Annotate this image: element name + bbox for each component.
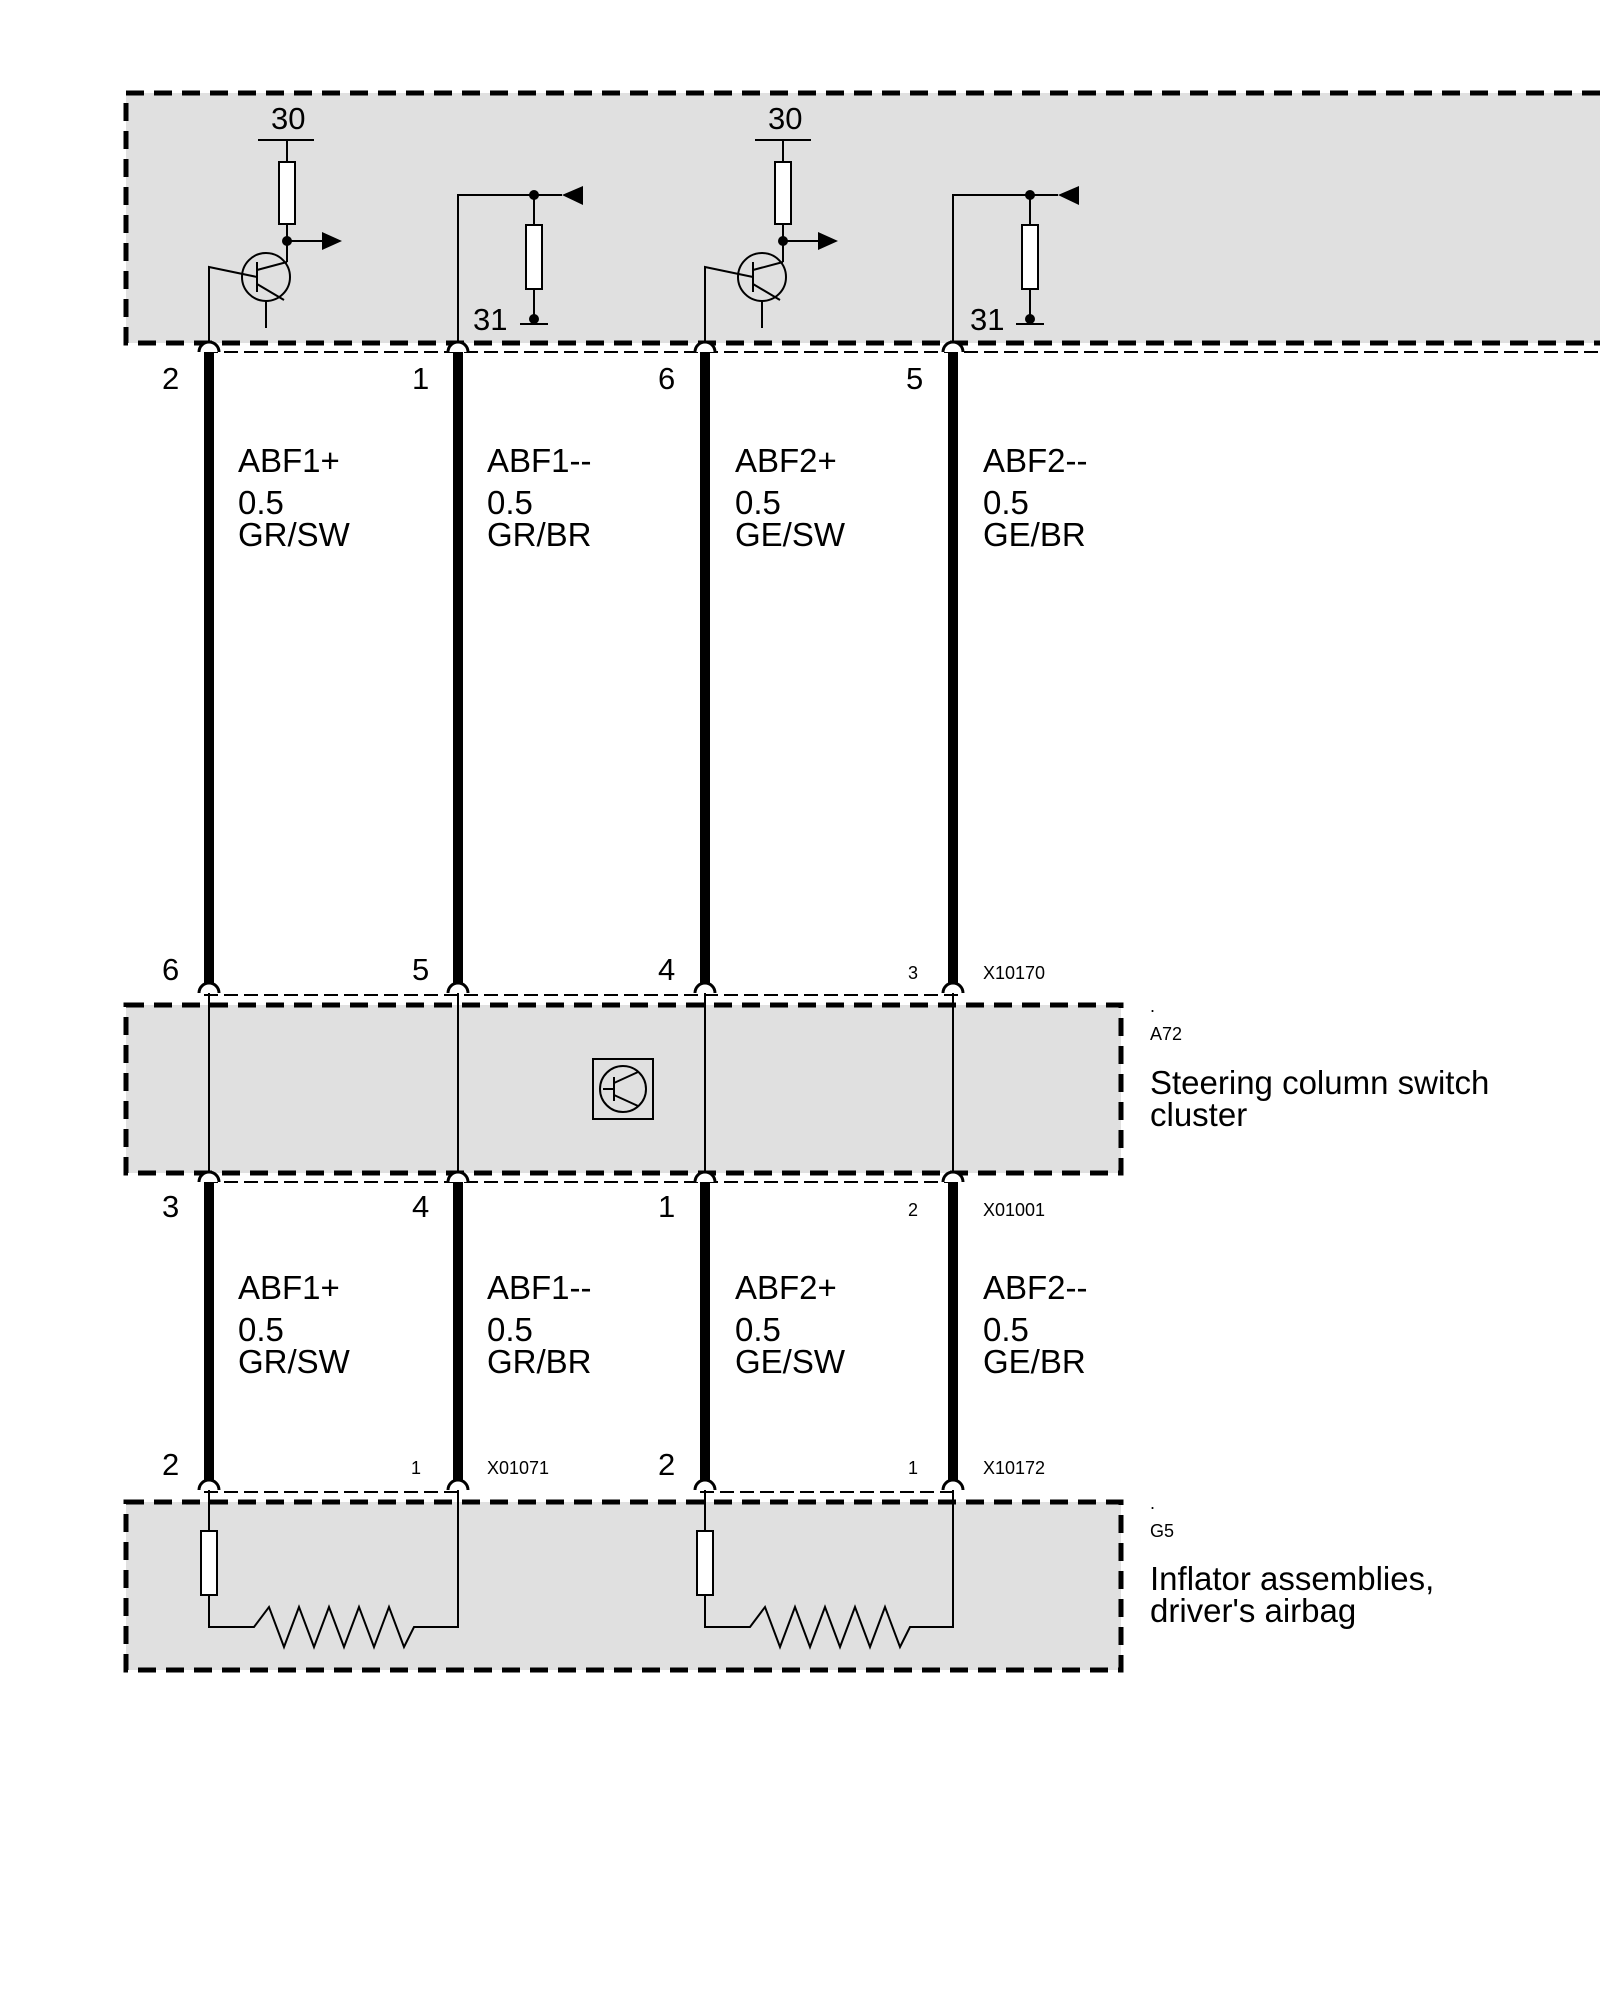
- igniter-coil-2: [704, 1487, 954, 1650]
- wire-name: ABF1--: [487, 1269, 592, 1306]
- inflator-name-line2: driver's airbag: [1150, 1592, 1356, 1629]
- ground-label-2: 31: [970, 302, 1004, 337]
- wire-color: GR/BR: [487, 516, 592, 553]
- connector-id: X01071: [487, 1458, 549, 1478]
- wire-size: 0.5: [238, 1311, 284, 1348]
- pullup-resistor-2: [774, 161, 792, 225]
- ground-stage-2: [952, 186, 1079, 343]
- pin-label: 1: [658, 1189, 675, 1224]
- cluster-name-line2: cluster: [1150, 1096, 1247, 1133]
- control-unit-symbol-icon: [592, 1058, 654, 1120]
- inflator-dot: .: [1150, 1493, 1155, 1513]
- pin-label: 5: [906, 361, 923, 396]
- pin-label: 5: [412, 952, 429, 987]
- pullup-resistor-1: [278, 161, 296, 225]
- control-unit-box: [123, 90, 1600, 346]
- control-unit: 30 30 31 31: [123, 90, 1600, 353]
- pin-label: 2: [162, 1447, 179, 1482]
- wire-name: ABF2+: [735, 442, 837, 479]
- inflator-resistor-1: [200, 1530, 218, 1596]
- output-arrow-icon-2: [818, 232, 838, 250]
- pin-label: 1: [412, 361, 429, 396]
- inflator-connector-pins: 2 1 X01071 2 1 X10172: [162, 1447, 1045, 1482]
- wire-color: GR/SW: [238, 1343, 351, 1380]
- wire-size: 0.5: [735, 484, 781, 521]
- wire-color: GR/SW: [238, 516, 351, 553]
- wire-color: GE/SW: [735, 516, 846, 553]
- connector-id: X10172: [983, 1458, 1045, 1478]
- pin-label: 4: [412, 1189, 429, 1224]
- wire-size: 0.5: [487, 484, 533, 521]
- upper-harness-bottom-pins: 6 5 4 3 X10170: [162, 952, 1045, 987]
- inflator-id: G5: [1150, 1521, 1174, 1541]
- driver-stage-2: [704, 139, 838, 343]
- supply-label-2: 30: [768, 101, 802, 136]
- connector-id: X01001: [983, 1200, 1045, 1220]
- cluster-name-line1: Steering column switch: [1150, 1064, 1489, 1101]
- pin-label: 2: [162, 361, 179, 396]
- supply-label-1: 30: [271, 101, 305, 136]
- pin-label: 3: [162, 1189, 179, 1224]
- wire-name: ABF2--: [983, 1269, 1088, 1306]
- cluster-bottom-pins: 3 4 1 2 X01001: [162, 1189, 1045, 1224]
- inflator-resistor-2: [696, 1530, 714, 1596]
- pin-label: 1: [411, 1458, 421, 1478]
- wire-size: 0.5: [735, 1311, 781, 1348]
- pin-label: 2: [658, 1447, 675, 1482]
- wire-size: 0.5: [487, 1311, 533, 1348]
- connector-terminals: [197, 340, 965, 1491]
- wire-runs: [204, 352, 958, 1487]
- wire-name: ABF2+: [735, 1269, 837, 1306]
- inflator-box: [123, 1499, 1124, 1673]
- pin-label: 6: [658, 361, 675, 396]
- ground-label-1: 31: [473, 302, 507, 337]
- wire-size: 0.5: [983, 1311, 1029, 1348]
- pin-label: 4: [658, 952, 675, 987]
- wire-color: GE/SW: [735, 1343, 846, 1380]
- upper-wire-labels: ABF1+ 0.5 GR/SW ABF1-- 0.5 GR/BR ABF2+ 0…: [238, 442, 1088, 553]
- cluster-id: A72: [1150, 1024, 1182, 1044]
- steering-column-switch-cluster: . A72 Steering column switch cluster: [123, 990, 1489, 1183]
- wire-name: ABF1--: [487, 442, 592, 479]
- inflator-assemblies: . G5 Inflator assemblies, driver's airba…: [123, 1487, 1434, 1673]
- wire-size: 0.5: [238, 484, 284, 521]
- input-arrow-icon-1: [562, 186, 583, 205]
- driver-stage-1: [208, 139, 342, 343]
- pin-label: 2: [908, 1200, 918, 1220]
- pulldown-resistor-1: [525, 224, 543, 290]
- pin-label: 1: [908, 1458, 918, 1478]
- wire-name: ABF1+: [238, 1269, 340, 1306]
- cluster-dot: .: [1150, 996, 1155, 1016]
- pulldown-resistor-2: [1021, 224, 1039, 290]
- wire-color: GE/BR: [983, 516, 1086, 553]
- inflator-name-line1: Inflator assemblies,: [1150, 1560, 1434, 1597]
- output-arrow-icon-1: [322, 232, 342, 250]
- wire-color: GE/BR: [983, 1343, 1086, 1380]
- wire-color: GR/BR: [487, 1343, 592, 1380]
- connector-id: X10170: [983, 963, 1045, 983]
- pin-label: 6: [162, 952, 179, 987]
- wire-name: ABF1+: [238, 442, 340, 479]
- inflator-circuit-1: [200, 1487, 459, 1650]
- ground-stage-1: [457, 186, 583, 343]
- igniter-coil-1: [208, 1487, 459, 1650]
- wire-size: 0.5: [983, 484, 1029, 521]
- upper-harness-top-pins: 2 1 6 5: [162, 361, 923, 396]
- wire-name: ABF2--: [983, 442, 1088, 479]
- lower-wire-labels: ABF1+ 0.5 GR/SW ABF1-- 0.5 GR/BR ABF2+ 0…: [238, 1269, 1088, 1380]
- inflator-circuit-2: [696, 1487, 954, 1650]
- pin-label: 3: [908, 963, 918, 983]
- input-arrow-icon-2: [1058, 186, 1079, 205]
